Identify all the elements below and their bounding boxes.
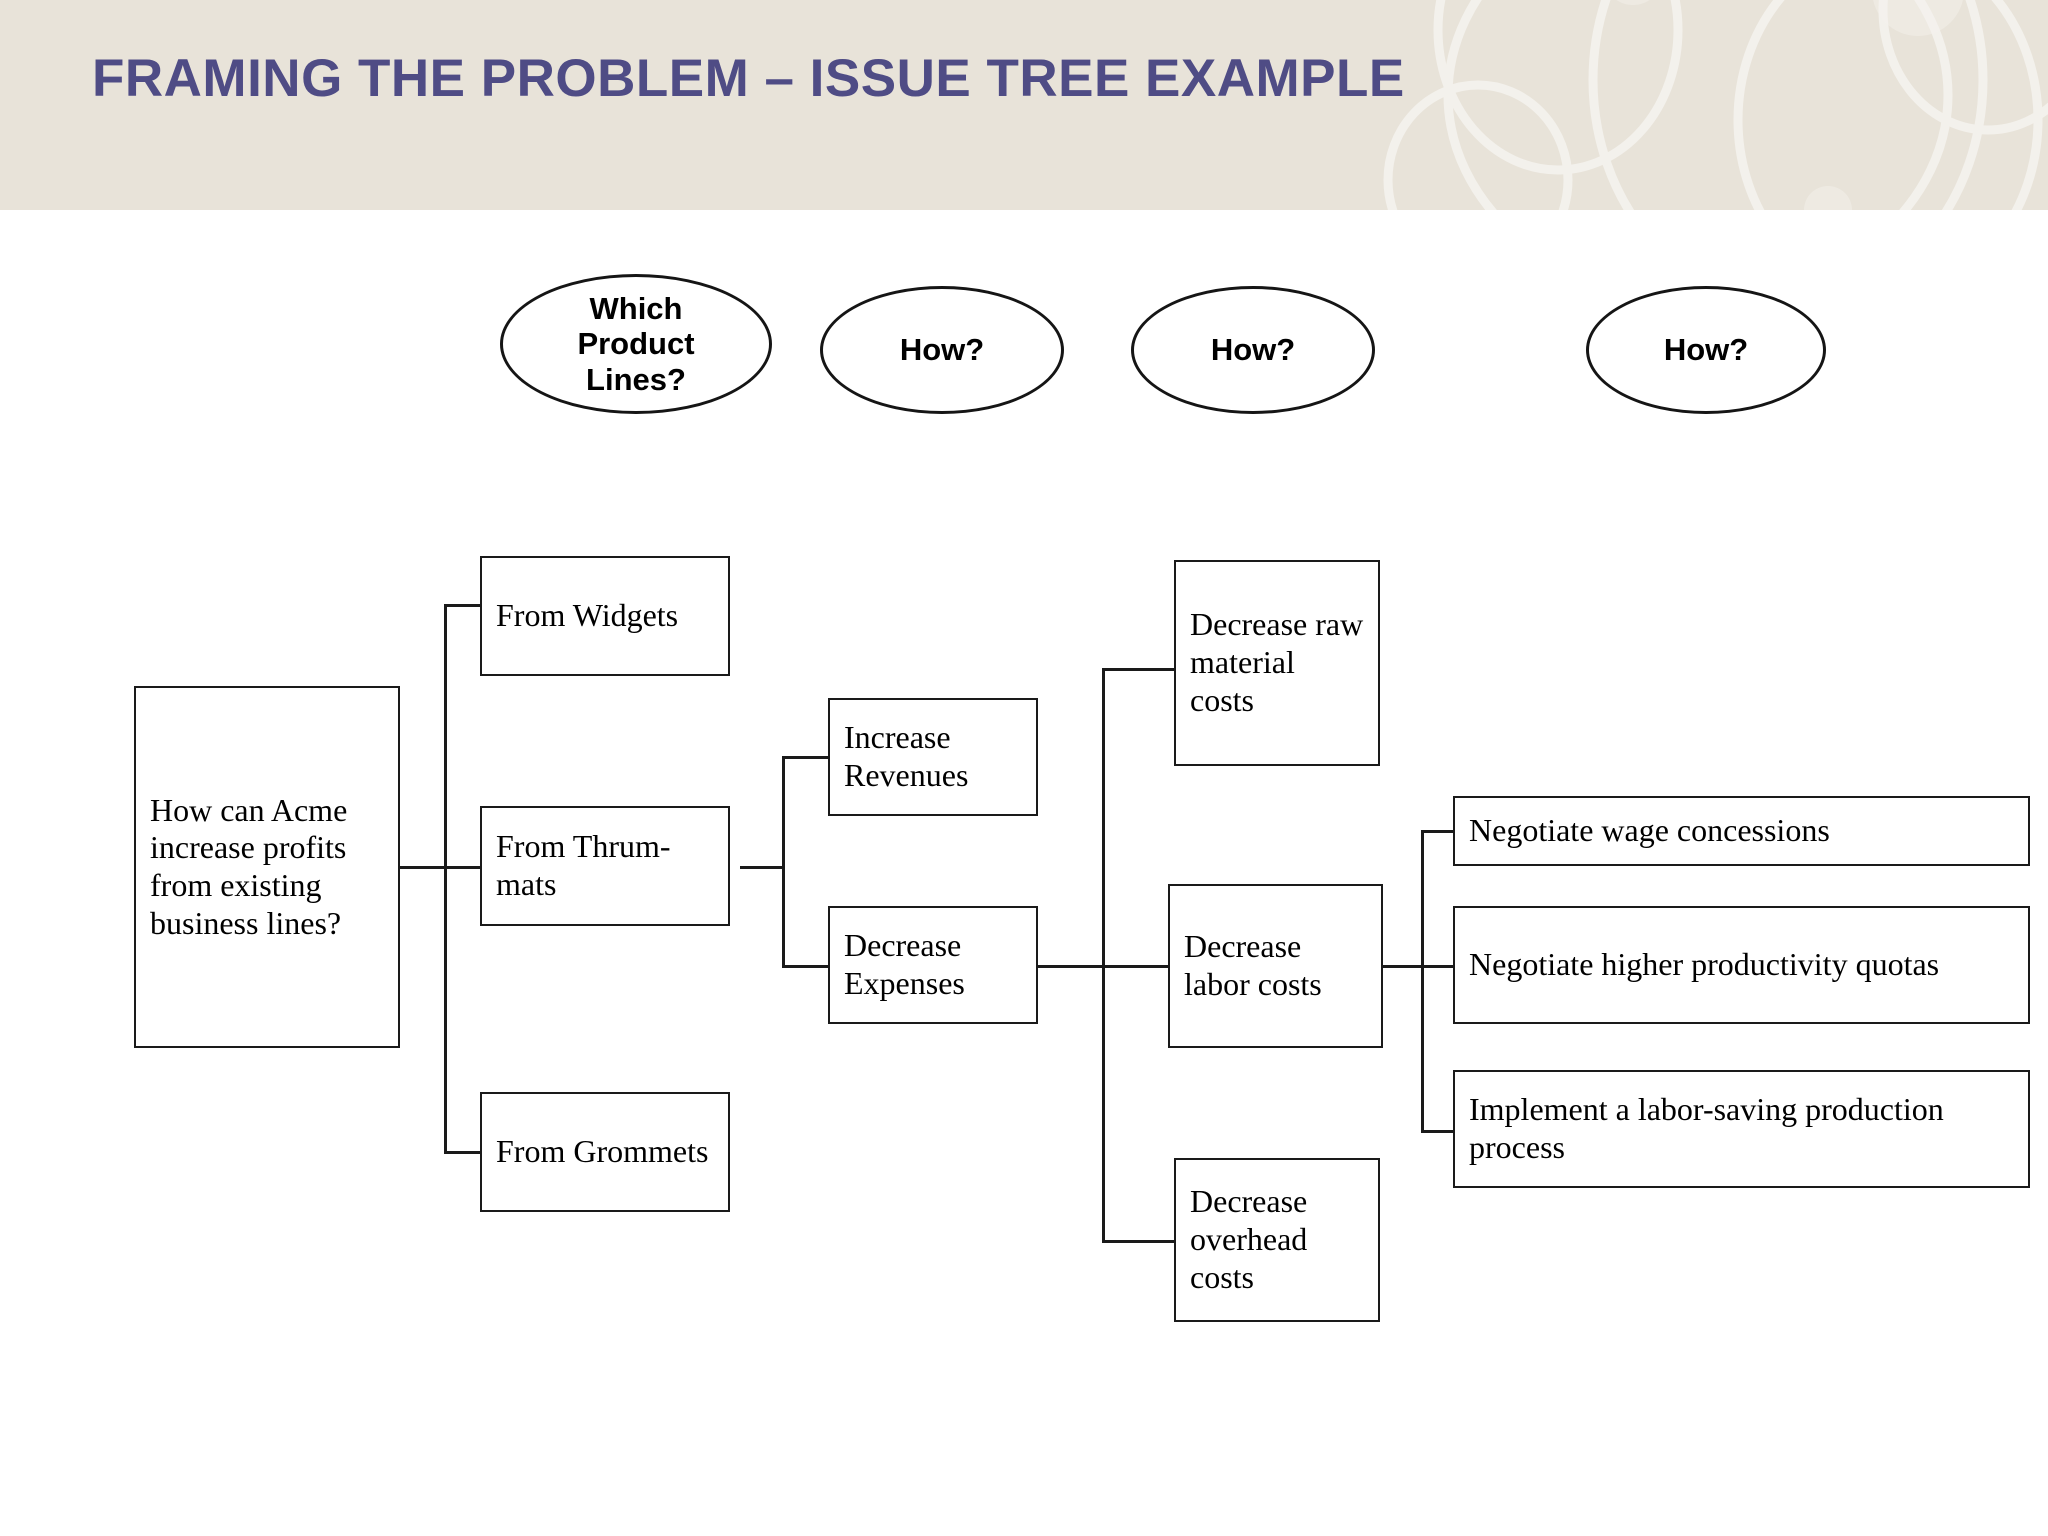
node-label: Decrease Expenses [844, 927, 965, 1001]
connector-to-from-grommets [444, 1151, 480, 1154]
column-header-label: How? [1663, 332, 1749, 368]
node-label: Increase Revenues [844, 719, 969, 793]
column-header-how-1: How? [820, 286, 1064, 414]
connector-to-decrease-labor-costs [1102, 965, 1168, 968]
connector-to-implement-labor-saving-production-process [1421, 1130, 1453, 1133]
page-title: FRAMING THE PROBLEM – ISSUE TREE EXAMPLE [92, 49, 1405, 108]
node-increase-revenues: Increase Revenues [828, 698, 1038, 816]
connector-to-from-widgets [444, 604, 480, 607]
connector-level4-spine [1421, 830, 1424, 1132]
connector-to-increase-revenues [782, 756, 828, 759]
connector-to-decrease-expenses [782, 965, 828, 968]
connector-decrease-expenses-stub [1038, 965, 1104, 968]
column-header-which-product-lines: Which Product Lines? [500, 274, 772, 414]
connector-to-negotiate-higher-productivity-quotas [1421, 965, 1453, 968]
connector-root-stub [400, 866, 446, 869]
node-from-thrum-mats: From Thrum-mats [480, 806, 730, 926]
node-label: Negotiate higher productivity quotas [1469, 946, 1940, 983]
connector-to-decrease-overhead-costs [1102, 1240, 1174, 1243]
column-header-label: How? [1210, 332, 1296, 368]
connector-to-decrease-raw-material-costs [1102, 668, 1174, 671]
node-negotiate-wage-concessions: Negotiate wage concessions [1453, 796, 2030, 866]
node-label: From Thrum-mats [496, 828, 671, 902]
node-decrease-expenses: Decrease Expenses [828, 906, 1038, 1024]
node-label: How can Acme increase profits from exist… [150, 791, 348, 941]
node-decrease-labor-costs: Decrease labor costs [1168, 884, 1383, 1048]
node-root-question: How can Acme increase profits from exist… [134, 686, 400, 1048]
node-label: Decrease raw material costs [1190, 606, 1364, 718]
column-header-label: Which Product Lines? [577, 291, 695, 397]
connector-level3-spine [1102, 668, 1105, 1243]
node-negotiate-higher-productivity-quotas: Negotiate higher productivity quotas [1453, 906, 2030, 1024]
node-label: Decrease labor costs [1184, 928, 1322, 1002]
node-from-grommets: From Grommets [480, 1092, 730, 1212]
node-decrease-raw-material-costs: Decrease raw material costs [1174, 560, 1380, 766]
node-implement-labor-saving-production-process: Implement a labor-saving production proc… [1453, 1070, 2030, 1188]
node-label: Decrease overhead costs [1190, 1183, 1308, 1295]
column-header-how-3: How? [1586, 286, 1826, 414]
connector-decrease-labor-costs-stub [1383, 965, 1423, 968]
node-from-widgets: From Widgets [480, 556, 730, 676]
node-decrease-overhead-costs: Decrease overhead costs [1174, 1158, 1380, 1322]
connector-to-from-thrum-mats [444, 866, 480, 869]
connector-level2-spine [782, 756, 785, 968]
node-label: From Widgets [496, 597, 679, 634]
node-label: Implement a labor-saving production proc… [1469, 1091, 1944, 1165]
node-label: Negotiate wage concessions [1469, 812, 1830, 849]
node-label: From Grommets [496, 1133, 709, 1170]
column-header-how-2: How? [1131, 286, 1375, 414]
connector-to-negotiate-wage-concessions [1421, 830, 1453, 833]
connector-level1-spine [444, 604, 447, 1154]
column-header-label: How? [899, 332, 985, 368]
connector-thrum-mats-stub [740, 866, 784, 869]
